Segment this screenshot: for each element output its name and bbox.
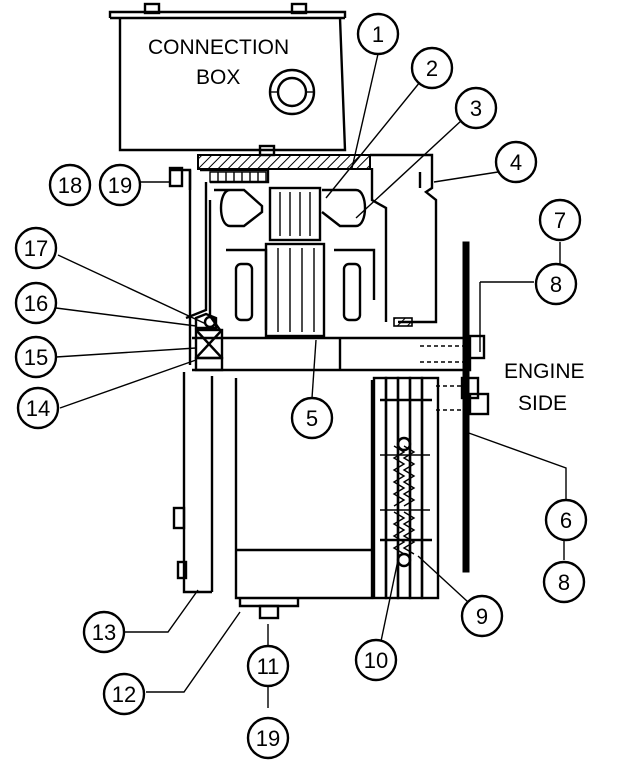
callout-10-label: 10 <box>364 648 388 673</box>
callout-18-label: 18 <box>58 173 82 198</box>
callout-14: 14 <box>16 386 60 430</box>
callout-1-label: 1 <box>372 22 384 47</box>
callout-13: 13 <box>82 610 126 654</box>
flexplate <box>462 241 470 573</box>
callout-6: 6 <box>544 498 588 542</box>
callout-12: 12 <box>102 672 146 716</box>
callout-8-lower-label: 8 <box>558 570 570 595</box>
callout-16: 16 <box>14 281 58 325</box>
lower-housing <box>172 372 374 620</box>
callout-4-label: 4 <box>510 150 522 175</box>
callout-3: 3 <box>454 86 498 130</box>
callout-10: 10 <box>354 638 398 682</box>
engine-side-label-line1: ENGINE <box>504 360 585 383</box>
callout-4: 4 <box>494 140 538 184</box>
callout-2-label: 2 <box>426 56 438 81</box>
gland-nut <box>268 68 316 116</box>
connection-box-label-line2: BOX <box>196 66 240 89</box>
rotor-winding-lower <box>264 242 326 338</box>
connection-box <box>108 2 347 152</box>
main-housing <box>185 153 438 365</box>
callout-13-label: 13 <box>92 620 116 645</box>
callout-14-label: 14 <box>26 396 50 421</box>
callout-5-label: 5 <box>306 406 318 431</box>
leader-lines <box>55 53 567 708</box>
callout-11: 11 <box>246 644 290 688</box>
callout-19-lower: 19 <box>246 716 290 760</box>
callout-16-label: 16 <box>24 291 48 316</box>
callout-19-lower-label: 19 <box>256 726 280 751</box>
callout-8-lower: 8 <box>542 560 586 604</box>
callout-9-label: 9 <box>476 604 488 629</box>
callout-19: 19 <box>98 163 142 207</box>
bearing <box>194 312 224 372</box>
callout-15-label: 15 <box>24 345 48 370</box>
connection-box-label-line1: CONNECTION <box>148 36 289 59</box>
callout-17-label: 17 <box>24 236 48 261</box>
callout-2: 2 <box>410 46 454 90</box>
callout-17: 17 <box>14 226 58 270</box>
callout-19-label: 19 <box>108 173 132 198</box>
coupling-discs <box>372 376 490 600</box>
callout-11-label: 11 <box>257 654 280 679</box>
engine-side-label-line2: SIDE <box>518 392 567 415</box>
callout-9: 9 <box>460 594 504 638</box>
stator-frame <box>168 144 371 190</box>
callout-6-label: 6 <box>560 508 572 533</box>
callout-5: 5 <box>290 396 334 440</box>
callout-7-label: 7 <box>554 208 566 233</box>
shaft <box>192 317 486 372</box>
callout-1: 1 <box>356 12 400 56</box>
callout-8: 8 <box>534 262 578 306</box>
callout-12-label: 12 <box>112 682 136 707</box>
callout-8-label: 8 <box>550 272 562 297</box>
callout-3-label: 3 <box>470 96 482 121</box>
callout-15: 15 <box>14 335 58 379</box>
rotor-winding-upper <box>268 186 322 242</box>
callout-18: 18 <box>48 163 92 207</box>
callout-7: 7 <box>538 198 582 242</box>
